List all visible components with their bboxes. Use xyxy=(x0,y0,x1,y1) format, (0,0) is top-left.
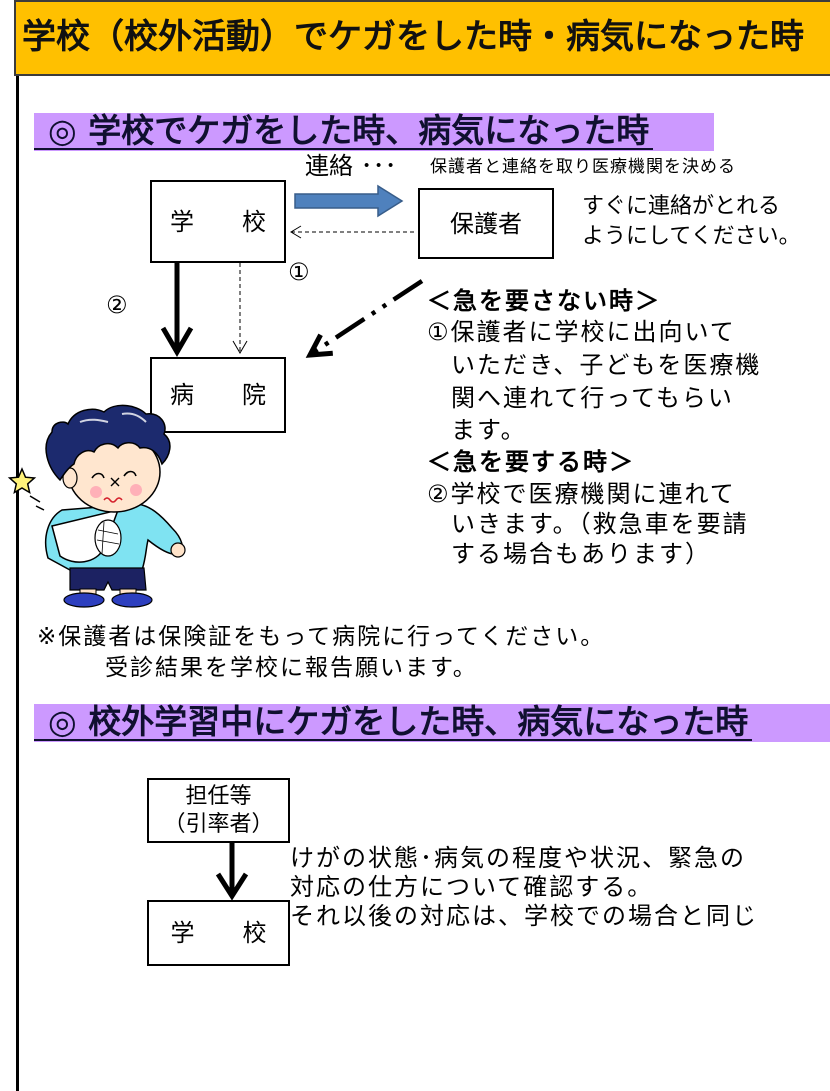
route-1-arrowhead xyxy=(232,340,248,354)
page-title: 学校（校外活動）でケガをした時・病気になった時 xyxy=(22,17,804,57)
child-eyes xyxy=(91,470,137,479)
guardian-box-label: 保護者 xyxy=(450,209,522,238)
child-shorts xyxy=(69,567,147,591)
section-2-heading: ◎ 校外学習中にケガをした時、病気になった時 xyxy=(34,704,753,741)
school-box-2-label: 学 校 xyxy=(170,919,267,947)
footnote-line: 受診結果を学校に報告願います。 xyxy=(105,655,478,681)
guardian-note-line: すぐに連絡がとれる xyxy=(582,194,781,219)
child-shoe xyxy=(63,592,105,608)
star-icon xyxy=(7,467,37,495)
contact-note: 保護者と連絡を取り医療機関を決める xyxy=(430,157,736,177)
teacher-box-sublabel: （引率者） xyxy=(163,811,274,837)
route-2-marker: ② xyxy=(106,291,128,319)
cast-lines xyxy=(96,521,120,555)
non-urgent-line: いただき、子どもを医療機 xyxy=(451,351,762,379)
school-box: 学 校 xyxy=(150,180,286,263)
teacher-box: 担任等 （引率者） xyxy=(147,778,290,843)
school-box-2: 学 校 xyxy=(147,900,290,966)
contact-label: 連絡 ･･･ xyxy=(305,152,397,180)
route-1-marker: ① xyxy=(288,258,310,286)
contact-arrow xyxy=(294,184,404,218)
guardian-note-line: ようにしてください。 xyxy=(582,224,801,249)
urgent-heading: ＜急を要する時＞ xyxy=(427,448,635,476)
child-hand xyxy=(170,542,186,558)
teacher-box-label: 担任等 xyxy=(185,783,252,809)
non-urgent-line: ます。 xyxy=(451,416,527,444)
non-urgent-line: 関へ連れて行ってもらい xyxy=(451,384,734,412)
section-1-heading-band xyxy=(34,113,714,151)
child-hair xyxy=(45,404,171,482)
injured-child-illustration xyxy=(7,404,186,608)
child-cheek xyxy=(130,484,142,496)
child-cheek xyxy=(90,486,102,498)
school-box-label: 学 校 xyxy=(170,207,266,236)
non-urgent-heading: ＜急を要さない時＞ xyxy=(427,287,661,315)
guardian-reply-arrowhead xyxy=(290,225,302,239)
left-border-rule xyxy=(16,76,19,1091)
footnote-line: ※保護者は保険証をもって病院に行ってください。 xyxy=(37,624,606,650)
urgent-line: する場合もあります） xyxy=(451,540,711,568)
teacher-to-school-arrowhead xyxy=(215,872,249,901)
hospital-box-label: 病 院 xyxy=(170,381,266,409)
arm-cast xyxy=(94,519,122,557)
instruction-line: 対応の仕方について確認する。 xyxy=(290,873,654,901)
section-1-heading: ◎ 学校でケガをした時、病気になった時 xyxy=(34,113,654,150)
urgent-line: ②学校で医療機関に連れて xyxy=(427,480,736,508)
section-2-heading-band xyxy=(34,704,830,742)
guardian-to-hospital-arrowhead xyxy=(305,333,333,358)
motion-lines xyxy=(29,495,45,511)
route-2-arrowhead xyxy=(160,326,194,357)
urgent-line: いきます。（救急車を要請 xyxy=(451,510,749,538)
title-banner: 学校（校外活動）でケガをした時・病気になった時 xyxy=(14,0,830,76)
hospital-box: 病 院 xyxy=(150,357,286,433)
child-mouth xyxy=(103,497,123,503)
bandage-mark xyxy=(110,477,120,487)
child-shoe xyxy=(111,592,153,608)
non-urgent-line: ①保護者に学校に出向いて xyxy=(427,318,736,346)
hair-highlight xyxy=(79,412,147,423)
guardian-to-hospital-arrow-line xyxy=(312,279,424,354)
instruction-line: けがの状態･病気の程度や状況、緊急の xyxy=(290,844,746,872)
instruction-line: それ以後の対応は、学校での場合と同じ xyxy=(290,902,758,930)
guardian-box: 保護者 xyxy=(418,188,554,259)
